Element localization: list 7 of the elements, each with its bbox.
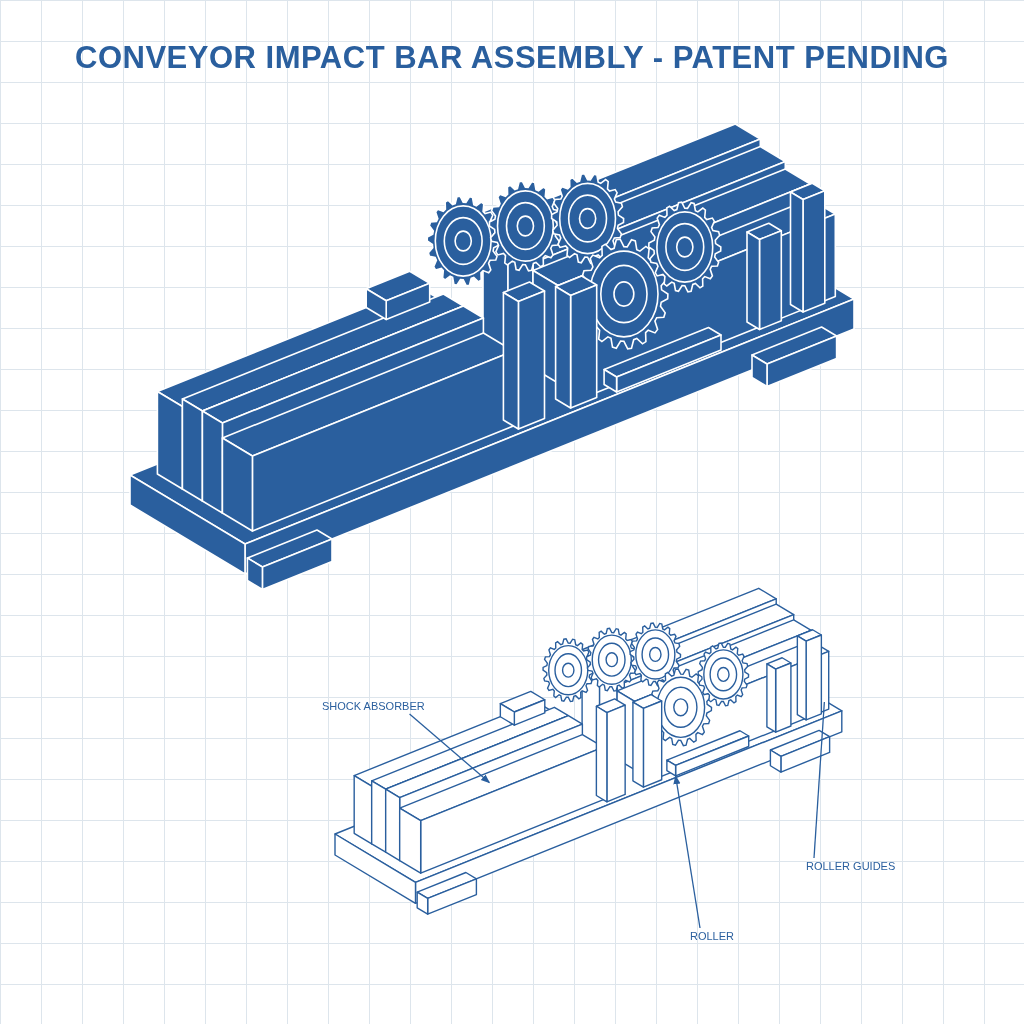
part-label: SHOCK ABSORBER (322, 700, 425, 712)
title: CONVEYOR IMPACT BAR ASSEMBLY - PATENT PENDING (74, 40, 950, 76)
part-label: ROLLER GUIDES (806, 860, 896, 872)
part-label: ROLLER (690, 930, 735, 942)
leader-line (673, 775, 701, 929)
leader-line (408, 713, 491, 784)
leader-line (813, 701, 825, 859)
